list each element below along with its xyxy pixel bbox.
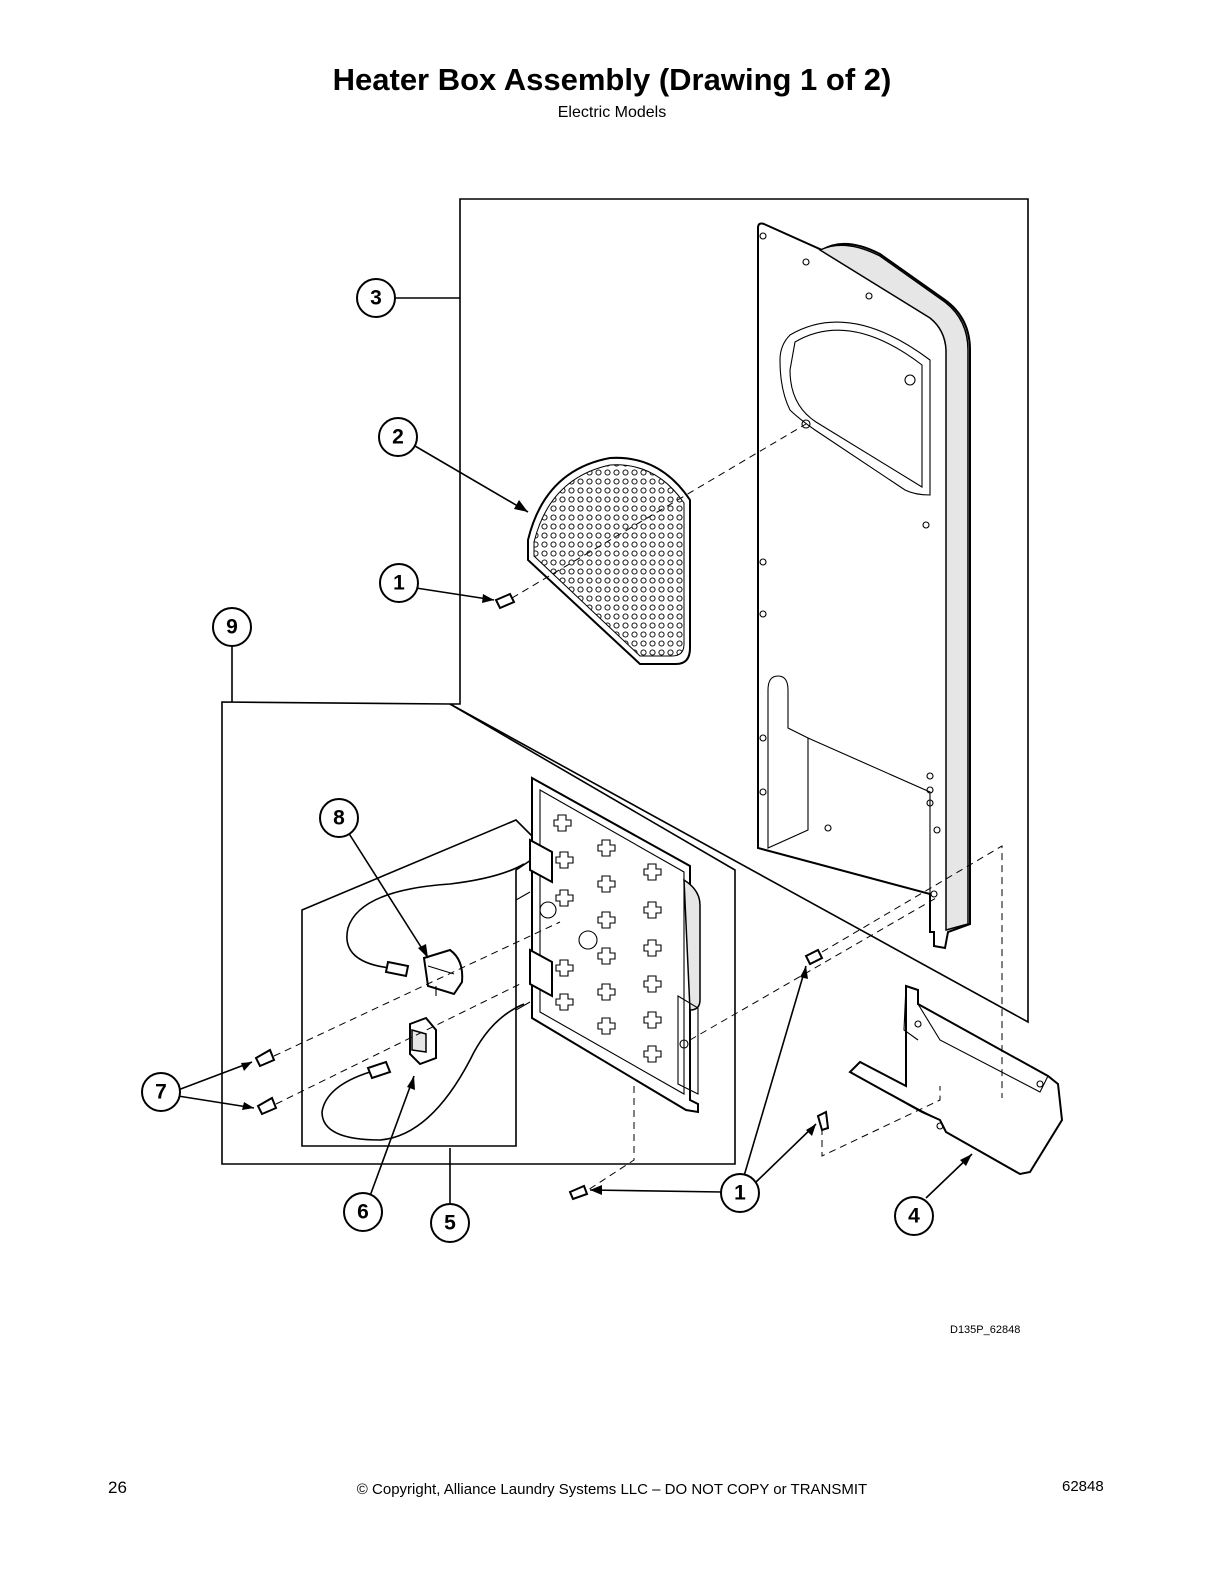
document-number: 62848 — [1062, 1478, 1104, 1495]
thermostat-bracket-lower — [529, 948, 553, 998]
panel-group-outline — [449, 198, 1029, 1024]
page-subtitle: Electric Models — [557, 104, 667, 121]
svg-text:4: 4 — [908, 1205, 920, 1228]
svg-text:2: 2 — [392, 426, 404, 449]
callout-1-bracket-screws: 1 — [720, 1173, 760, 1213]
svg-text:1: 1 — [393, 572, 405, 595]
svg-text:6: 6 — [357, 1201, 369, 1224]
callout-1-panel-screw: 1 — [379, 563, 419, 603]
thermostat-lead-upper — [346, 863, 525, 969]
heater-box-panel — [757, 222, 971, 950]
screw-element-bottom — [568, 1184, 589, 1201]
leader-arrowheads — [241, 500, 972, 1195]
callout-8: 8 — [319, 798, 359, 838]
callout-2: 2 — [378, 417, 418, 457]
thermostat-bracket-upper — [529, 838, 553, 884]
screw-bracket-lower — [816, 1110, 830, 1132]
fuse-lead — [321, 1003, 525, 1141]
heater-cover-perforated — [527, 456, 691, 665]
drawing-id: D135P_62848 — [950, 1324, 1021, 1336]
thermostat-lead-terminal — [384, 960, 410, 978]
callout-9: 9 — [212, 607, 252, 647]
svg-text:3: 3 — [370, 287, 382, 310]
callout-4: 4 — [894, 1196, 934, 1236]
screw-thermostat-lower — [256, 1096, 278, 1116]
page-number: 26 — [108, 1478, 127, 1497]
screw-thermostat-upper — [254, 1048, 276, 1068]
callout-7: 7 — [141, 1072, 181, 1112]
thermostat-group-outline — [301, 819, 548, 1147]
callout-5: 5 — [430, 1203, 470, 1243]
page-title: Heater Box Assembly (Drawing 1 of 2) — [332, 62, 892, 97]
svg-text:1: 1 — [734, 1182, 746, 1205]
thermostat — [422, 948, 464, 996]
svg-text:7: 7 — [155, 1081, 167, 1104]
svg-text:8: 8 — [333, 807, 345, 830]
screw-bracket-right — [804, 948, 824, 966]
heater-group-outline — [221, 701, 736, 1165]
callout-6: 6 — [343, 1192, 383, 1232]
copyright-notice: © Copyright, Alliance Laundry Systems LL… — [356, 1481, 868, 1498]
thermal-fuse — [409, 1016, 437, 1066]
svg-text:9: 9 — [226, 616, 238, 639]
heater-element-plate — [531, 776, 701, 1114]
screw-panel — [494, 592, 516, 610]
assembly-dashed-lines — [273, 423, 1003, 1191]
support-bracket — [848, 984, 1064, 1176]
callout-3: 3 — [356, 278, 396, 318]
svg-text:5: 5 — [444, 1212, 456, 1235]
